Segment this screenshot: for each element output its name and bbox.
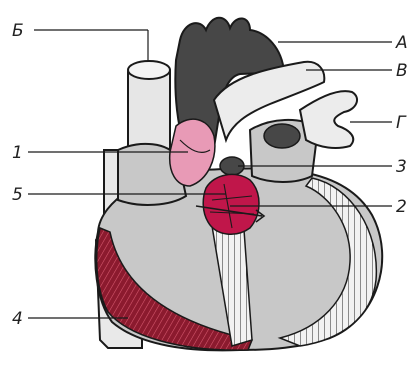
label-V: В — [396, 61, 408, 81]
label-5: 5 — [12, 185, 23, 205]
label-1: 1 — [12, 143, 23, 163]
left-atrium-dark — [264, 124, 300, 148]
label-2: 2 — [396, 197, 407, 217]
label-A: А — [395, 33, 408, 53]
pulmonary-veins — [300, 91, 357, 148]
vena-cava-opening — [128, 61, 170, 79]
label-B: Б — [12, 21, 24, 41]
label-3: 3 — [396, 157, 407, 177]
label-4: 4 — [12, 309, 23, 329]
label-G: Г — [396, 113, 407, 133]
